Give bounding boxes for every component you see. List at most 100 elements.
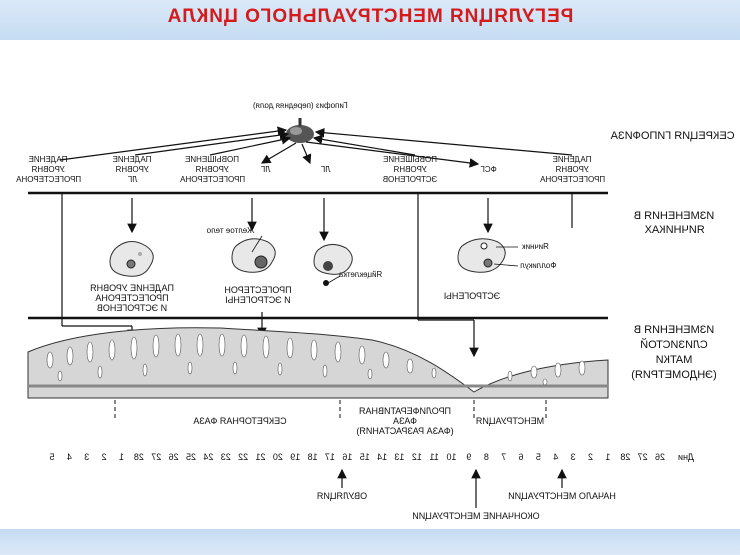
ovary-corpus-luteum-icon [231, 238, 276, 273]
day-number: 5 [536, 452, 541, 462]
hormone-label: УРОВНЯ [393, 165, 427, 174]
day-number: 6 [518, 452, 523, 462]
row-label-ovary: ИЗМЕНЕНИЯ В [634, 210, 715, 222]
day-number: 27 [638, 452, 648, 462]
day-number: 28 [134, 452, 144, 462]
menses-start-label: НАЧАЛО МЕНСТРУАЦИИ [508, 491, 616, 501]
day-number: 13 [394, 452, 404, 462]
day-number: 12 [412, 452, 422, 462]
day-number: 21 [255, 452, 265, 462]
hormone-label: УРОВНЯ [555, 165, 589, 174]
day-number: 22 [238, 452, 248, 462]
event-labels: ОВУЛЯЦИЯ НАЧАЛО МЕНСТРУАЦИИ ОКОНЧАНИЕ МЕ… [317, 491, 616, 521]
ovary-icons [109, 235, 519, 286]
day-number: 16 [342, 452, 352, 462]
hormone-label: УРОВНЯ [31, 165, 65, 174]
follicle-label: Фолликул [520, 261, 557, 270]
corpus-luteum-label: Желтое тело [206, 226, 254, 235]
ovary-label: Яичник [522, 242, 549, 251]
hormone-label: ПОВЫШЕНИЕ [383, 155, 437, 164]
day-number: 20 [273, 452, 283, 462]
ovary-labels: ПАДЕНИЕ УРОВНЯ ПРОГЕСТЕРОНА И ЭСТРОГЕНОВ… [90, 226, 556, 313]
hormone-label: ЛГ [320, 165, 330, 174]
day-number: 4 [67, 452, 72, 462]
ovary-caption: ПРОГЕСТЕРОН [224, 285, 291, 295]
day-number: 3 [571, 452, 576, 462]
row-label-pituitary: СЕКРЕЦИЯ ГИПОФИЗА [610, 130, 735, 142]
ovary-pointer-lines [251, 235, 519, 284]
day-number: 4 [553, 452, 558, 462]
ovary-caption: И ЭСТРОГЕНОВ [97, 303, 167, 313]
hormone-label: ПРОГЕСТЕРОНА [15, 175, 81, 184]
hormone-label: ЛГ [127, 175, 137, 184]
ovary-follicular-icon [457, 238, 506, 273]
hormone-arrows [59, 126, 573, 168]
phase-labels: СЕКРЕТОРНАЯ ФАЗА ПРОЛИФЕРАТИВНАЯ ФАЗА (Ф… [193, 406, 544, 436]
row-label-uterus: (ЭНДОМЕТРИЯ) [631, 369, 717, 381]
day-number: 19 [290, 452, 300, 462]
ovary-ovulation-icon [313, 244, 353, 286]
day-number: 2 [588, 452, 593, 462]
day-number: 1 [605, 452, 610, 462]
day-number: 10 [446, 452, 456, 462]
hormone-labels: ПАДЕНИЕ УРОВНЯ ПРОГЕСТЕРОНА ПАДЕНИЕ УРОВ… [15, 155, 605, 184]
phase-proliferative-label: ФАЗА [393, 416, 417, 426]
egg-label: Яйцеклетка [338, 270, 382, 279]
row-label-uterus: МАТКИ [656, 354, 693, 366]
hormone-label: ПРОГЕСТЕРОНА [179, 175, 245, 184]
day-number: 2 [102, 452, 107, 462]
day-number: 15 [360, 452, 370, 462]
hormone-label: ПАДЕНИЕ [113, 155, 152, 164]
hormone-label: ПАДЕНИЕ [553, 155, 592, 164]
hormone-label: ЭСТРОГЕНОВ [383, 175, 438, 184]
row-label-uterus: СЛИЗИСТОЙ [640, 338, 708, 351]
days-label: Дни [678, 452, 694, 462]
hormone-label: УРОВНЯ [195, 165, 229, 174]
menses-end-label: ОКОНЧАНИЕ МЕНСТРУАЦИИ [412, 511, 539, 521]
day-number: 26 [655, 452, 665, 462]
day-number: 27 [151, 452, 161, 462]
hormone-label: ПАДЕНИЕ [29, 155, 68, 164]
days-row: Дни 262728123456789101112131415161718192… [49, 452, 694, 462]
day-number: 25 [186, 452, 196, 462]
day-number: 26 [169, 452, 179, 462]
title-bar [0, 0, 740, 40]
endometrium-illustration [27, 327, 609, 399]
phase-secretory-label: СЕКРЕТОРНАЯ ФАЗА [193, 416, 286, 426]
pituitary-gland-icon [286, 118, 314, 143]
day-number: 9 [466, 452, 471, 462]
hormone-label: ПОВЫШЕНИЕ [185, 155, 239, 164]
ovary-caption: И ЭСТРОГЕНЫ [225, 295, 290, 305]
day-number: 7 [501, 452, 506, 462]
ovary-caption: ПРОГЕСТЕРОНА [95, 293, 168, 303]
day-number: 8 [484, 452, 489, 462]
row-label-uterus: ИЗМЕНЕНИЯ В [634, 324, 715, 336]
row-label-ovary: ЯИЧНИКАХ [644, 224, 705, 236]
phase-proliferative-label: (ФАЗА РАЗРАСТАНИЯ) [356, 426, 453, 436]
ovary-regressing-icon [109, 241, 154, 277]
hormone-label: УРОВНЯ [115, 165, 149, 174]
ovary-caption: ПАДЕНИЕ УРОВНЯ [90, 283, 174, 293]
hormone-label: ПРОГЕСТЕРОНА [539, 175, 605, 184]
day-number: 3 [84, 452, 89, 462]
day-number: 24 [203, 452, 213, 462]
estrogens-label: ЭСТРОГЕНЫ [444, 291, 500, 301]
day-number: 28 [620, 452, 630, 462]
day-number: 23 [221, 452, 231, 462]
phase-menstruation-label: МЕНСТРУАЦИЯ [476, 416, 544, 426]
day-number: 14 [377, 452, 387, 462]
day-number: 17 [325, 452, 335, 462]
phase-proliferative-label: ПРОЛИФЕРАТИВНАЯ [359, 406, 451, 416]
day-number: 5 [49, 452, 54, 462]
hormone-label: ЛГ [260, 165, 270, 174]
day-number: 18 [308, 452, 318, 462]
hormone-label: ФСГ [480, 165, 497, 174]
pituitary-label: Гипофиз (передняя доля) [253, 101, 348, 110]
ovulation-label: ОВУЛЯЦИЯ [317, 491, 367, 501]
bottom-bar [0, 529, 740, 555]
phase-dividers [114, 400, 547, 420]
event-arrows [337, 468, 567, 508]
day-number: 1 [119, 452, 124, 462]
